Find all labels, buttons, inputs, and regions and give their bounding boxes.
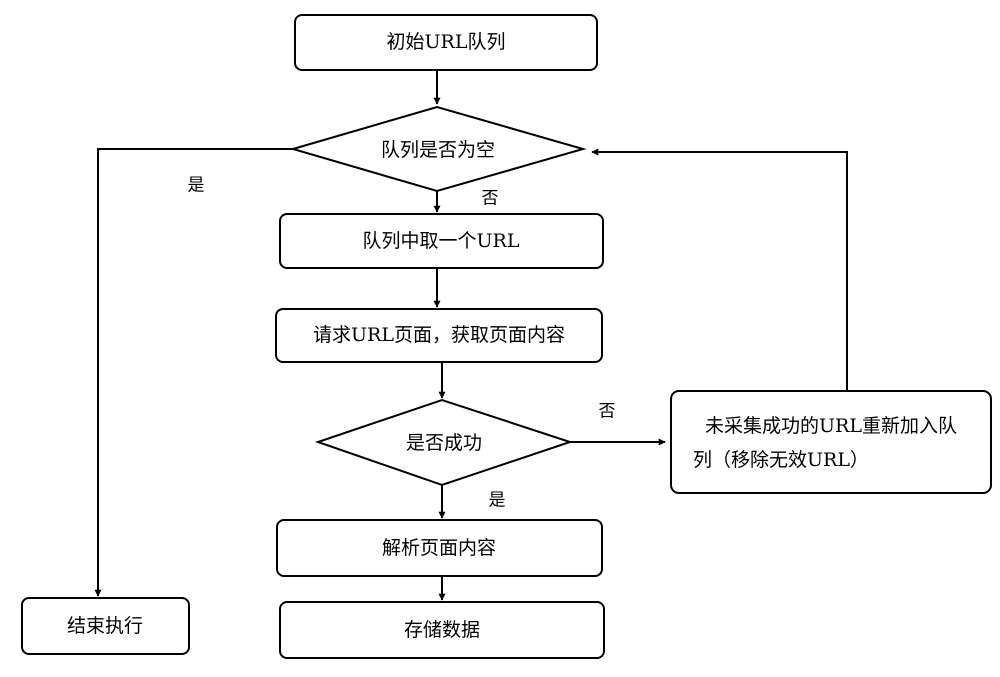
request-page-label: 请求URL页面，获取页面内容 [313,324,565,346]
empty-yes-label: 是 [188,176,205,196]
queue-empty-diamond [289,105,587,193]
success-no-label: 否 [599,402,616,422]
node-store-data: 存储数据 [279,601,605,659]
node-end-exec: 结束执行 [21,597,190,655]
take-url-box [279,213,604,269]
node-queue-empty: 队列是否为空 [289,105,587,193]
empty-no-label: 否 [482,189,499,209]
init-queue-box [294,14,598,71]
init-queue-label: 初始URL队列 [387,31,506,53]
request-page-box [275,308,603,363]
success-yes-label: 是 [489,491,506,511]
edge-empty-to-end [94,148,293,597]
success-label: 是否成功 [406,432,482,454]
success-diamond [314,398,574,487]
requeue-label-line2: 列（移除无效URL） [693,449,869,471]
store-data-box [279,601,605,659]
queue-empty-label: 队列是否为空 [381,139,495,161]
node-take-url: 队列中取一个URL [279,213,604,269]
node-success: 是否成功 [314,398,574,487]
end-exec-box [21,597,190,655]
edge-labels: 是 否 否 是 [188,176,616,511]
requeue-label-line1: 未采集成功的URL重新加入队 [705,415,957,437]
requeue-box [670,390,992,494]
parse-content-label: 解析页面内容 [382,537,496,559]
edges [94,70,848,601]
node-request-page: 请求URL页面，获取页面内容 [275,308,603,363]
node-parse-content: 解析页面内容 [276,519,603,577]
node-init-queue: 初始URL队列 [294,14,598,71]
parse-content-box [276,519,603,577]
node-requeue: 未采集成功的URL重新加入队 列（移除无效URL） [670,390,992,494]
end-exec-label: 结束执行 [67,615,143,637]
edge-requeue-to-empty [591,148,848,391]
store-data-label: 存储数据 [404,619,480,641]
take-url-label: 队列中取一个URL [363,230,520,252]
